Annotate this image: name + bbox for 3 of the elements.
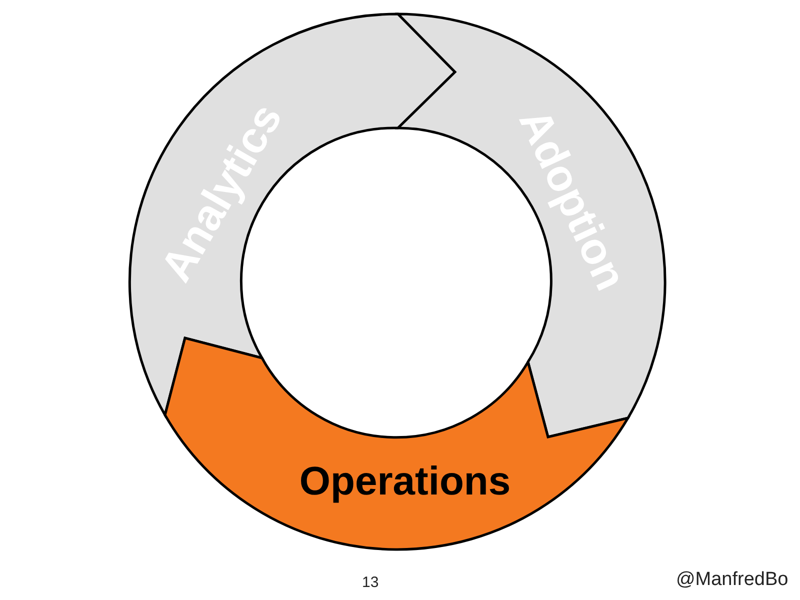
page-number: 13 xyxy=(362,574,379,591)
segment-label: Operations xyxy=(299,460,511,504)
author-handle: @ManfredBo xyxy=(676,569,788,591)
